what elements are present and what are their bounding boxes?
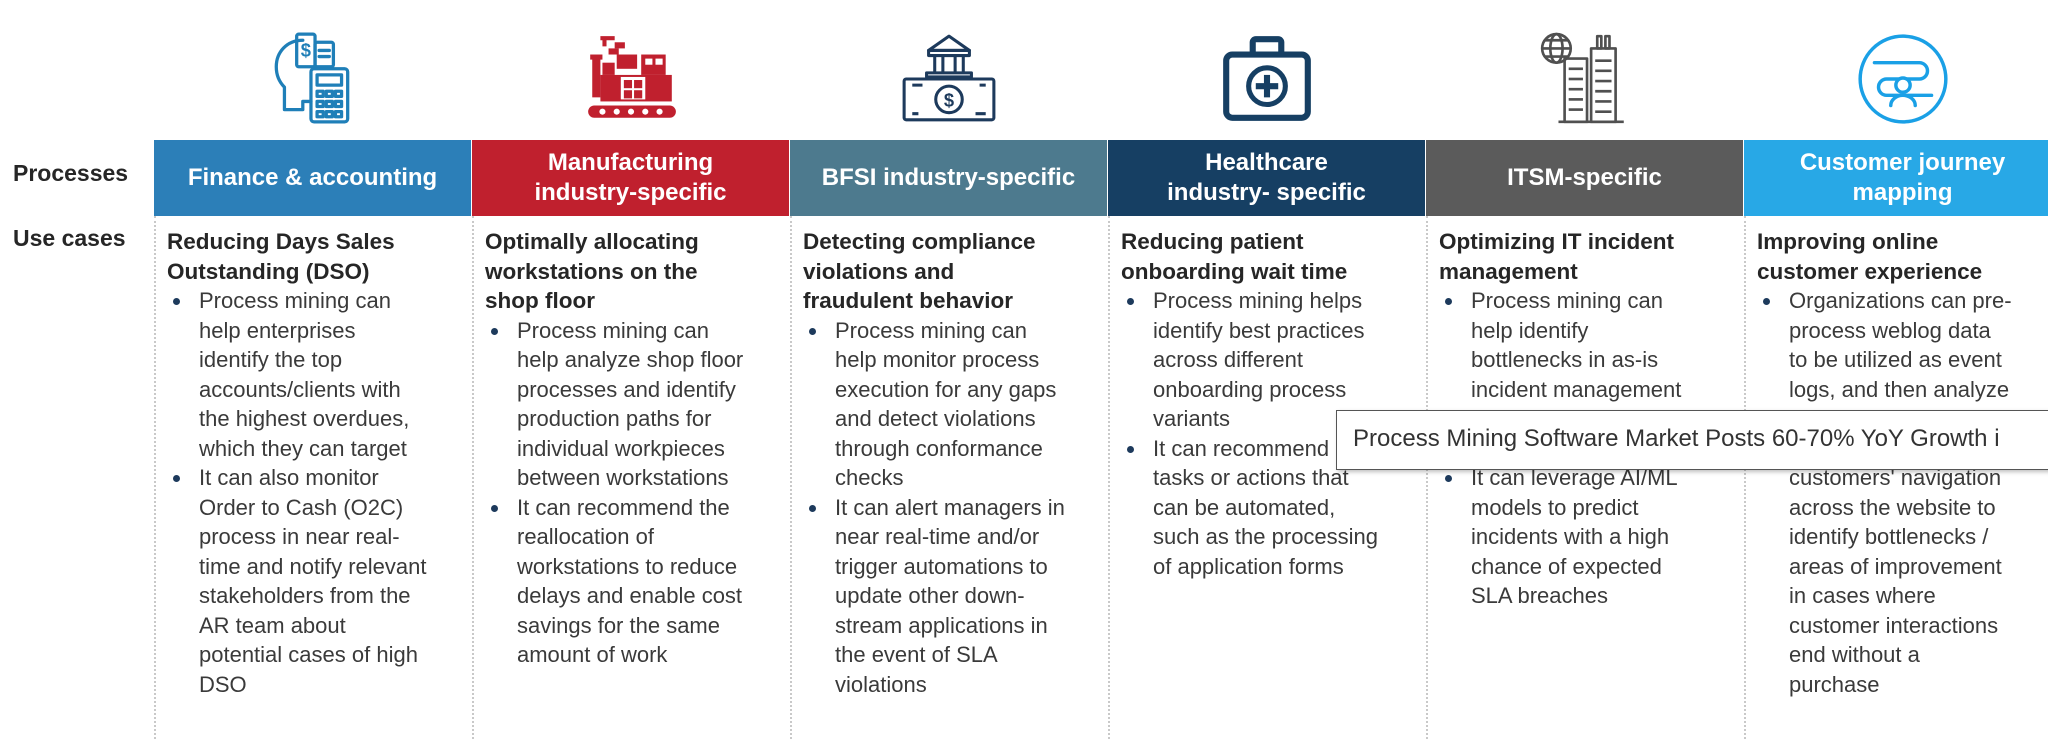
bullet-bfsi-1: Process mining can help monitor process … [809,316,1097,493]
header-finance: Finance & accounting [154,140,471,216]
header-bfsi: BFSI industry-specific [790,140,1107,216]
column-divider [790,216,792,739]
header-healthcare-label: Healthcare industry- specific [1167,149,1366,206]
body-itsm: Optimizing IT incident management Proces… [1426,216,1743,739]
bullet-itsm-2: It can leverage AI/ML models to predict … [1445,463,1733,611]
use-cases-row-label: Use cases [13,225,126,251]
bullet-manufacturing-1: Process mining can help analyze shop flo… [491,316,779,493]
body-healthcare: Reducing patient onboarding wait time Pr… [1108,216,1425,739]
bullet-healthcare-2: It can recommend tasks or actions that c… [1127,434,1415,582]
customer-journey-icon [1857,34,1948,124]
bullet-finance-2: It can also monitor Order to Cash (O2C) … [173,463,461,699]
body-manufacturing: Optimally allocating workstations on the… [472,216,789,739]
bullet-itsm-1: Process mining can help identify bottlen… [1445,286,1733,463]
svg-text:$: $ [300,40,310,61]
column-healthcare: Healthcare industry- specific Reducing p… [1108,0,1425,739]
use-case-title-manufacturing: Optimally allocating workstations on the… [485,229,699,313]
bullet-manufacturing-2: It can recommend the reallocation of wor… [491,493,779,670]
header-itsm-label: ITSM-specific [1507,164,1662,191]
column-itsm: ITSM-specific Optimizing IT incident man… [1426,0,1743,739]
header-healthcare: Healthcare industry- specific [1108,140,1425,216]
bank-money-icon: $ [902,34,995,122]
processes-row-label: Processes [13,160,129,186]
column-customer-journey: Customer journey mapping Improving onlin… [1744,0,2048,739]
column-divider [1744,216,1746,739]
svg-text:$: $ [943,90,953,111]
body-bfsi: Detecting compliance violations and frau… [790,216,1107,739]
column-bfsi: $ BFSI industry-specific Detecting compl… [790,0,1107,739]
column-divider [472,216,474,739]
bullet-healthcare-1: Process mining helps identify best pract… [1127,286,1415,434]
use-case-title-healthcare: Reducing patient onboarding wait time [1121,229,1348,284]
medical-kit-icon [1222,36,1311,121]
use-case-title-bfsi: Detecting compliance violations and frau… [803,229,1036,313]
factory-icon [587,36,676,118]
finance-calculator-icon: $ [274,32,349,124]
body-finance: Reducing Days Sales Outstanding (DSO) Pr… [154,216,471,739]
body-customer-journey: Improving online customer experience Org… [1744,216,2048,739]
bullet-customer-journey-2: They can also track customers' navigatio… [1763,434,2048,700]
column-divider [1426,216,1428,739]
header-finance-label: Finance & accounting [187,164,438,191]
column-finance: $ Finance & accounting Reducing Days Sal… [154,0,471,739]
column-divider [1108,216,1110,739]
header-manufacturing-label: Manufacturing industry-specific [534,149,727,206]
image-title-tooltip: Process Mining Software Market Posts 60-… [1336,410,2048,470]
header-bfsi-label: BFSI industry-specific [821,164,1076,191]
bullet-bfsi-2: It can alert managers in near real-time … [809,493,1097,700]
header-itsm: ITSM-specific [1426,140,1743,216]
globe-buildings-icon [1540,32,1624,124]
column-divider [154,216,156,739]
bullet-finance-1: Process mining can help enterprises iden… [173,286,461,463]
use-case-title-customer-journey: Improving online customer experience [1757,229,1983,284]
header-customer-journey-label: Customer journey mapping [1799,149,2006,206]
header-manufacturing: Manufacturing industry-specific [472,140,789,216]
header-customer-journey: Customer journey mapping [1744,140,2048,216]
use-case-title-itsm: Optimizing IT incident management [1439,229,1674,284]
column-manufacturing: Manufacturing industry-specific Optimall… [472,0,789,739]
use-case-title-finance: Reducing Days Sales Outstanding (DSO) [167,229,395,284]
